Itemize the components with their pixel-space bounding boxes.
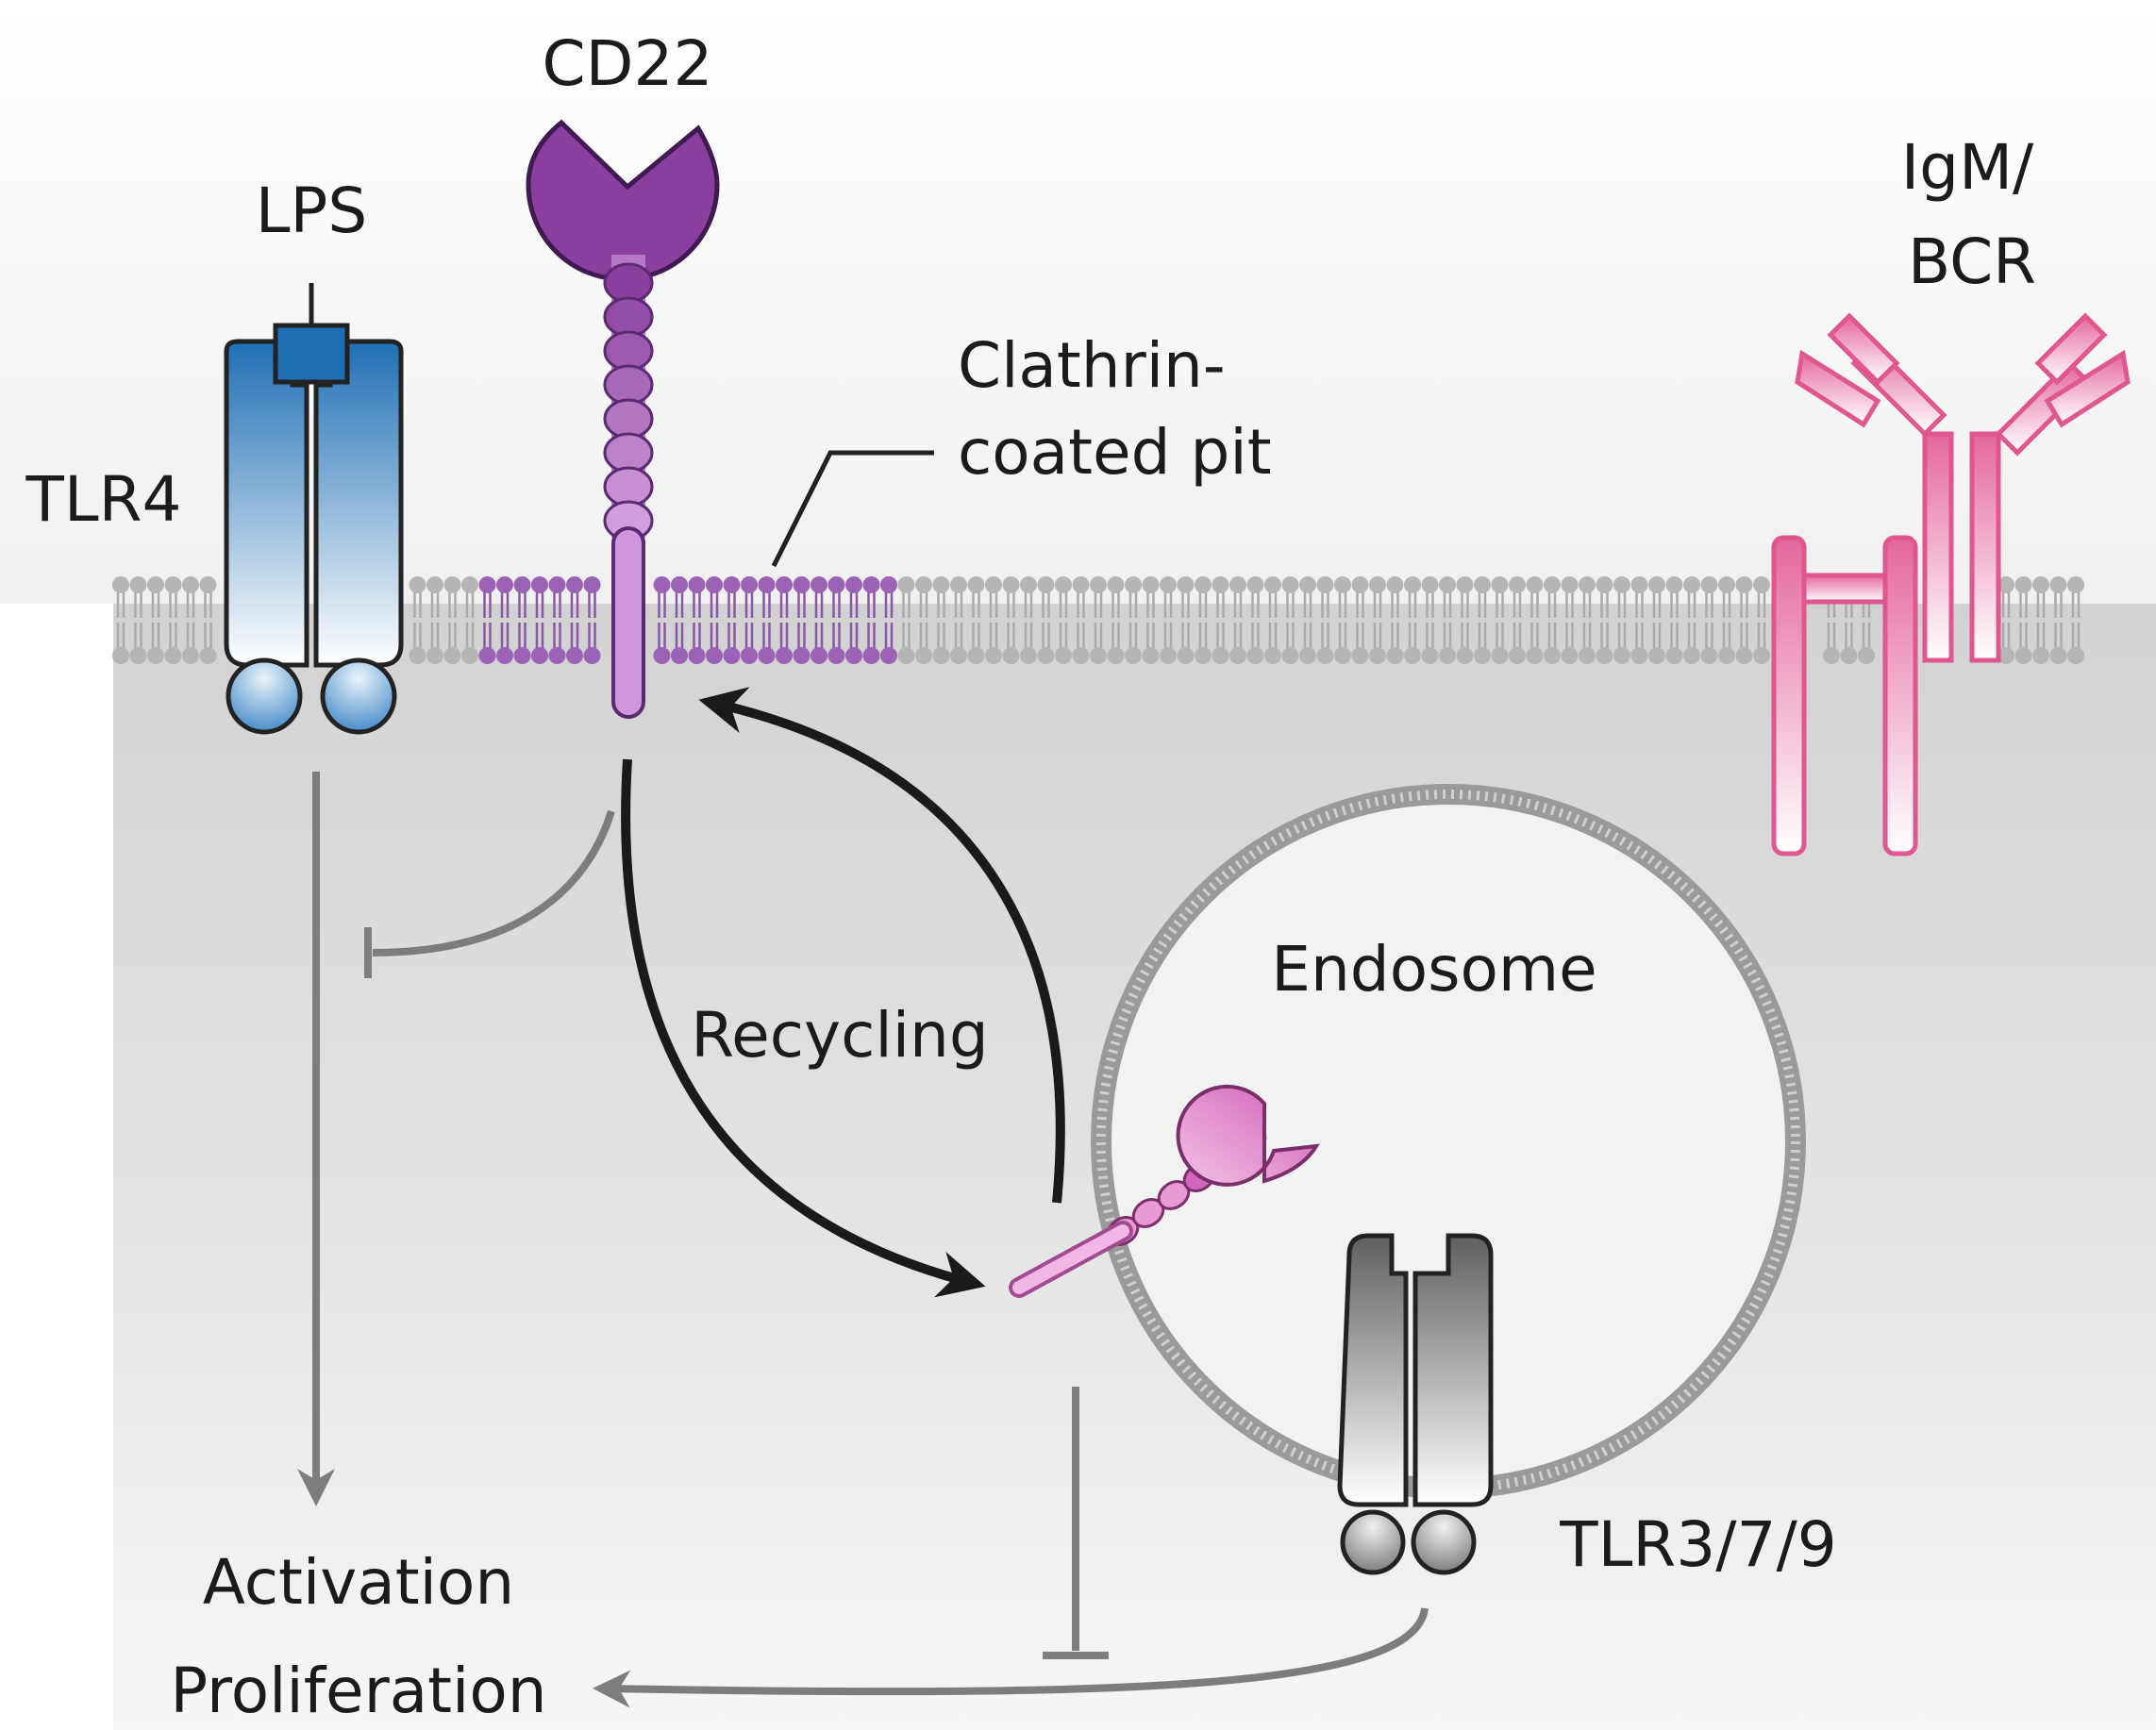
- label-clathrin-line1: Clathrin-: [958, 329, 1226, 402]
- plasma-membrane: [112, 576, 2084, 664]
- label-endosome: Endosome: [1271, 933, 1596, 1006]
- recycling-arrow-down: [621, 758, 986, 1298]
- label-igm: IgM/: [1901, 131, 2034, 204]
- cd22-receptor: [526, 119, 720, 719]
- label-proliferation: Proliferation: [170, 1655, 546, 1727]
- recycling-arrow-up: [698, 687, 1065, 1204]
- tlr379-proliferation-arrow: [593, 1607, 1429, 1708]
- lps-ligand: [273, 283, 350, 385]
- label-lps: LPS: [256, 175, 367, 247]
- tlr4-receptor: [224, 339, 404, 735]
- label-tlr4: TLR4: [25, 463, 182, 536]
- label-activation: Activation: [203, 1546, 514, 1619]
- cd22-inhibition-tlr4: [372, 809, 615, 956]
- tlr379-receptor: [1337, 1233, 1494, 1575]
- label-clathrin-line2: coated pit: [958, 416, 1272, 489]
- label-cd22: CD22: [543, 27, 713, 100]
- endosomal-cd22: [1009, 1084, 1320, 1298]
- clathrin-callout-line: [771, 450, 934, 568]
- igm-bcr-receptor: [1771, 312, 2131, 857]
- label-recycling: Recycling: [691, 999, 989, 1072]
- label-bcr: BCR: [1908, 225, 2036, 298]
- label-tlr379: TLR3/7/9: [1559, 1508, 1836, 1581]
